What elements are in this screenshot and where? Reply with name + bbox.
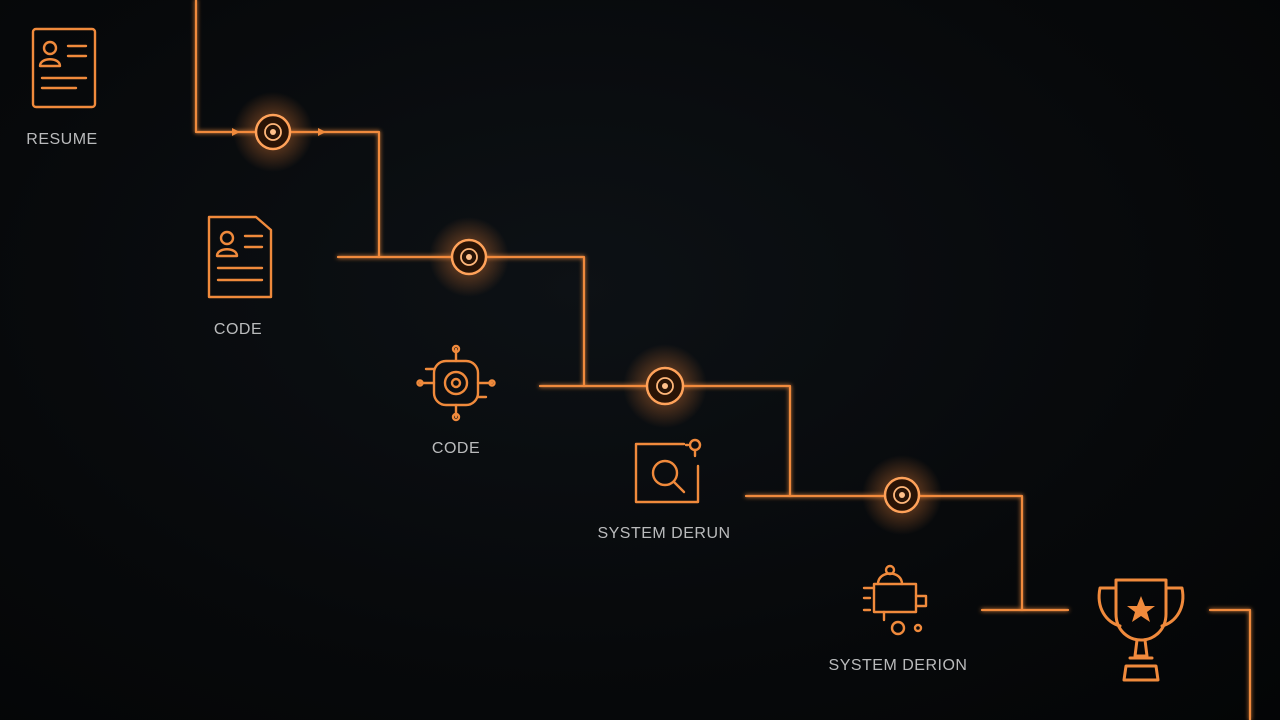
node-3[interactable] (623, 344, 707, 428)
step-label-2: CODE (213, 321, 263, 338)
step-label-3: CODE (431, 440, 481, 457)
gear-target-icon (416, 344, 496, 422)
search-window-icon (632, 436, 706, 506)
step-label-4: SYSTEM DERUN (597, 525, 731, 542)
resume-icon (30, 26, 98, 110)
step-label-1: RESUME (26, 131, 98, 148)
wire-segment-6 (1208, 608, 1252, 720)
wire-segment-2 (336, 255, 586, 388)
node-2[interactable] (429, 217, 509, 297)
trophy-icon (1092, 574, 1190, 688)
node-1[interactable] (233, 92, 313, 172)
step-label-5: SYSTEM DERION (828, 657, 968, 674)
node-4[interactable] (862, 455, 942, 535)
arrowhead-2 (318, 128, 326, 136)
resume-icon (206, 214, 274, 300)
wire-segment-4 (744, 494, 1024, 612)
cart-icon (860, 562, 932, 638)
